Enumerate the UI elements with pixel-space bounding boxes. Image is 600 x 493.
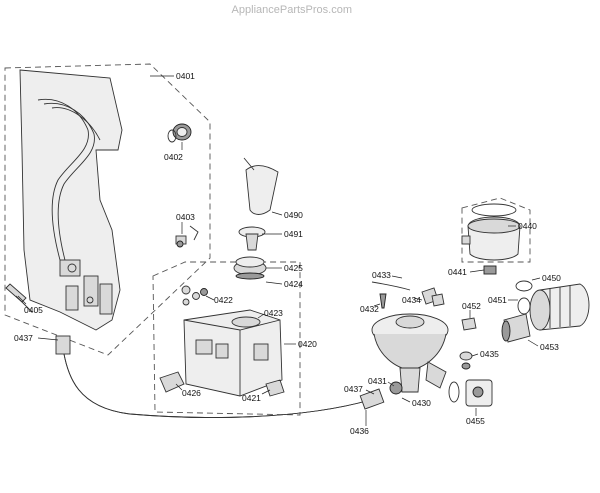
sleeve-0490 <box>243 157 279 215</box>
drain-hose <box>55 335 385 418</box>
label-0420: 0420 <box>298 339 317 349</box>
float-0425-0424 <box>233 256 267 280</box>
label-0450: 0450 <box>542 273 561 283</box>
watermark: AppliancePartsPros.com <box>231 4 352 16</box>
label-0435: 0435 <box>480 349 499 359</box>
part-0441 <box>483 265 497 275</box>
clip-0421 <box>265 379 285 397</box>
part-labels: 0401 0402 0403 0405 0437 0490 0491 0425 … <box>14 71 561 436</box>
label-0423: 0423 <box>264 308 283 318</box>
leader-lines <box>17 75 541 426</box>
label-0451: 0451 <box>488 295 507 305</box>
screw-0432 <box>379 293 387 309</box>
label-0455: 0455 <box>466 416 485 426</box>
small-parts-0422 <box>181 285 208 306</box>
boundary-heater-pump <box>461 197 531 263</box>
label-0434: 0434 <box>402 295 421 305</box>
label-0425: 0425 <box>284 263 303 273</box>
sump-bowl <box>371 313 449 395</box>
boundary-side-panel <box>4 63 211 356</box>
label-0430: 0430 <box>412 398 431 408</box>
strip-0433 <box>371 281 411 291</box>
label-0491: 0491 <box>284 229 303 239</box>
label-0441: 0441 <box>448 267 467 277</box>
label-0436: 0436 <box>350 426 369 436</box>
clamp-0451 <box>517 297 531 315</box>
label-0426: 0426 <box>182 388 201 398</box>
label-0431: 0431 <box>368 376 387 386</box>
heater-housing-0440 <box>461 203 521 261</box>
label-0401: 0401 <box>176 71 195 81</box>
label-0452: 0452 <box>462 301 481 311</box>
boundary-sump-assembly <box>152 261 301 416</box>
label-0453: 0453 <box>540 342 559 352</box>
label-0437-right: 0437 <box>344 384 363 394</box>
ring-0450 <box>515 280 533 292</box>
label-0437-left: 0437 <box>14 333 33 343</box>
label-0424: 0424 <box>284 279 303 289</box>
label-0422: 0422 <box>214 295 233 305</box>
label-0402: 0402 <box>164 152 183 162</box>
clip-0452 <box>461 317 477 331</box>
clips-0434 <box>421 287 445 307</box>
label-0433: 0433 <box>372 270 391 280</box>
label-0421: 0421 <box>242 393 261 403</box>
side-panel-0401 <box>19 69 123 331</box>
wrench-0405 <box>5 283 33 313</box>
seal-ring-0402 <box>167 123 192 143</box>
sump-housing-0420 <box>183 309 283 397</box>
part-0435 <box>459 351 473 370</box>
heat-pump-0453 <box>501 283 590 343</box>
hose-stub-0426 <box>159 371 185 393</box>
cap-0491 <box>238 226 266 251</box>
label-0403: 0403 <box>176 212 195 222</box>
label-0405: 0405 <box>24 305 43 315</box>
label-0490: 0490 <box>284 210 303 220</box>
pump-0455 <box>448 379 493 407</box>
clip-0403 <box>175 225 199 248</box>
label-0432: 0432 <box>360 304 379 314</box>
label-0440: 0440 <box>518 221 537 231</box>
